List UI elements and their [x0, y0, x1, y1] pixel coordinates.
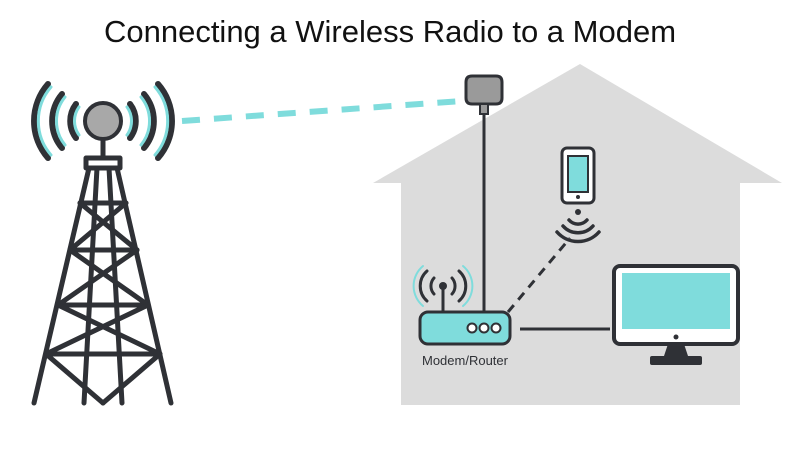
modem-router-icon	[412, 265, 512, 346]
router-label: Modem/Router	[422, 353, 509, 368]
cell-tower-icon	[31, 137, 174, 406]
tower-signal-waves-right-icon	[127, 81, 175, 161]
desktop-monitor-icon	[612, 264, 740, 365]
tower-head-icon	[83, 101, 123, 141]
router-phone-wifi-link	[506, 237, 572, 313]
diagram-title: Connecting a Wireless Radio to a Modem	[103, 14, 677, 49]
wireless-link-dashed	[181, 98, 463, 124]
tower-signal-waves-left-icon	[31, 81, 79, 161]
wifi-signal-icon	[555, 209, 601, 244]
wireless-radio-antenna-icon	[464, 74, 504, 318]
smartphone-icon	[560, 146, 596, 205]
